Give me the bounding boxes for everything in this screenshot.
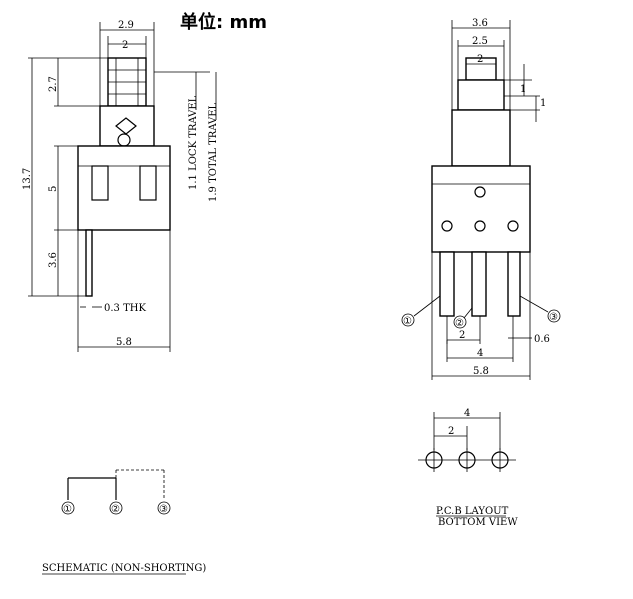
front-body [431,165,531,253]
front-pin-2 [471,251,487,317]
pcb-subtitle: BOTTOM VIEW [438,517,518,528]
dim-side-top-width: 2.9 [118,20,134,31]
dim-side-pin-length: 3.6 [48,252,59,268]
front-pin-label-1: ① [403,316,412,327]
schematic-pin-1: ① [63,504,72,515]
dim-front-mid-width: 2.5 [472,36,488,47]
pcb-dim-outer: 4 [464,408,470,419]
dim-side-thickness: 0.3 THK [104,303,146,314]
dim-front-base-width: 5.8 [473,366,489,377]
dim-front-pitch: 4 [477,348,483,359]
pcb-layout: 4 2 P.C.B LAYOUT BOTTOM VIEW [418,408,518,528]
side-body [77,145,171,231]
dim-side-total-height: 13.7 [22,168,33,190]
dim-front-top-width: 3.6 [472,18,488,29]
dim-front-pin-width: 0.6 [534,334,550,345]
front-pin-label-3: ③ [549,312,558,323]
front-pin-3 [507,251,521,317]
pcb-dim-inner: 2 [448,426,454,437]
note-lock-travel: 1.1 LOCK TRAVEL [188,95,199,190]
dim-side-body-height: 5 [48,186,59,192]
dim-front-stem-width: 2 [477,54,483,65]
schematic: ① ② ③ SCHEMATIC (NON-SHORTING) [42,469,206,575]
schematic-title: SCHEMATIC (NON-SHORTING) [42,563,206,574]
front-pin-1 [439,251,455,317]
dim-front-step2: 1 [540,98,546,109]
front-view: 3.6 2.5 2 1 1 ① ② ③ 2 4 [401,18,561,380]
side-view: 2.9 2 13.7 2.7 5 3.6 1.1 LOCK TRAVEL 1.9… [22,20,219,352]
pcb-title: P.C.B LAYOUT [436,506,509,517]
front-pin-label-2: ② [455,318,464,329]
dim-side-stem-height: 2.7 [48,76,59,92]
schematic-pin-3: ③ [159,504,168,515]
dim-side-inner-width: 2 [122,40,128,51]
note-total-travel: 1.9 TOTAL TRAVEL [208,102,219,202]
side-pin [85,229,93,297]
schematic-pin-2: ② [111,504,120,515]
side-collar [99,105,155,147]
unit-label: 单位: mm [180,11,267,33]
dim-front-step1: 1 [520,84,526,95]
dim-side-base-width: 5.8 [116,337,132,348]
dim-front-pitch-half: 2 [459,330,465,341]
